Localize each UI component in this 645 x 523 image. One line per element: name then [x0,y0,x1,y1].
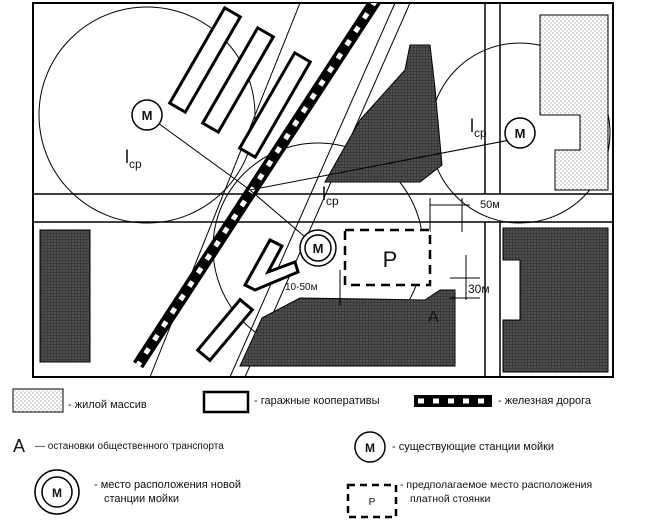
legend-railway-swatch [414,395,492,407]
distance-line-2 [249,139,511,191]
railway [132,3,382,369]
legend-existing-text: - существующие станции мойки [392,441,555,453]
residential-block-topright [539,14,609,191]
legend-residential-text: - жилой массив [68,399,147,411]
residential-block-left [39,229,91,363]
legend-residential-swatch [12,388,64,413]
new-station-inner [304,234,332,262]
legend-parking-text-1: - предполагаемое место расположения [400,479,593,491]
legend-garage-text: - гаражные кооперативы [254,395,380,407]
dim-50-label: 50м [480,199,500,211]
distance-label-3: lср [470,116,487,140]
new-station-label: M [313,241,324,256]
residential-block-right [502,227,609,373]
existing-station-left-label: M [142,108,153,123]
dim-10-50-label: 10-50м [285,282,318,293]
distance-label-2: lср [322,184,339,208]
garage-1 [167,5,243,115]
garage-5 [195,297,255,363]
residential-block-bottom [239,289,456,367]
diag-road-2 [229,3,396,377]
legend-parking-text-2: платной стоянки [410,493,491,505]
legend-stop-symbol: A [13,436,25,456]
distance-label-1: lср [125,147,142,171]
parking-area [343,228,432,287]
legend-parking-swatch [346,483,398,519]
existing-station-left [131,99,163,131]
catchment-circle-left [38,6,256,224]
legend-existing-symbol: M [365,441,375,455]
legend-existing-symbol-circle [354,431,386,463]
legend-new-text-2: станции мойки [104,493,180,505]
bus-stop-label: A [428,309,439,326]
residential-block-center [324,44,443,183]
legend-parking-symbol: P [369,497,376,508]
garage-4 [242,238,300,292]
legend-stop-text: — остановки общественного транспорта [35,441,224,452]
legend-new-symbol: M [52,486,62,500]
existing-station-right-label: M [515,126,526,141]
legend-garage-swatch [202,390,250,414]
legend-new-text-1: - место расположения новой [94,479,241,491]
garage-3 [237,50,313,160]
legend-railway-text: - железная дорога [498,395,592,407]
garage-2 [200,25,276,135]
legend-new-symbol-inner [41,476,73,508]
parking-label: P [383,247,398,272]
existing-station-right [504,117,536,149]
distance-line-1 [146,114,251,191]
dim-30-label: 30м [468,282,490,296]
